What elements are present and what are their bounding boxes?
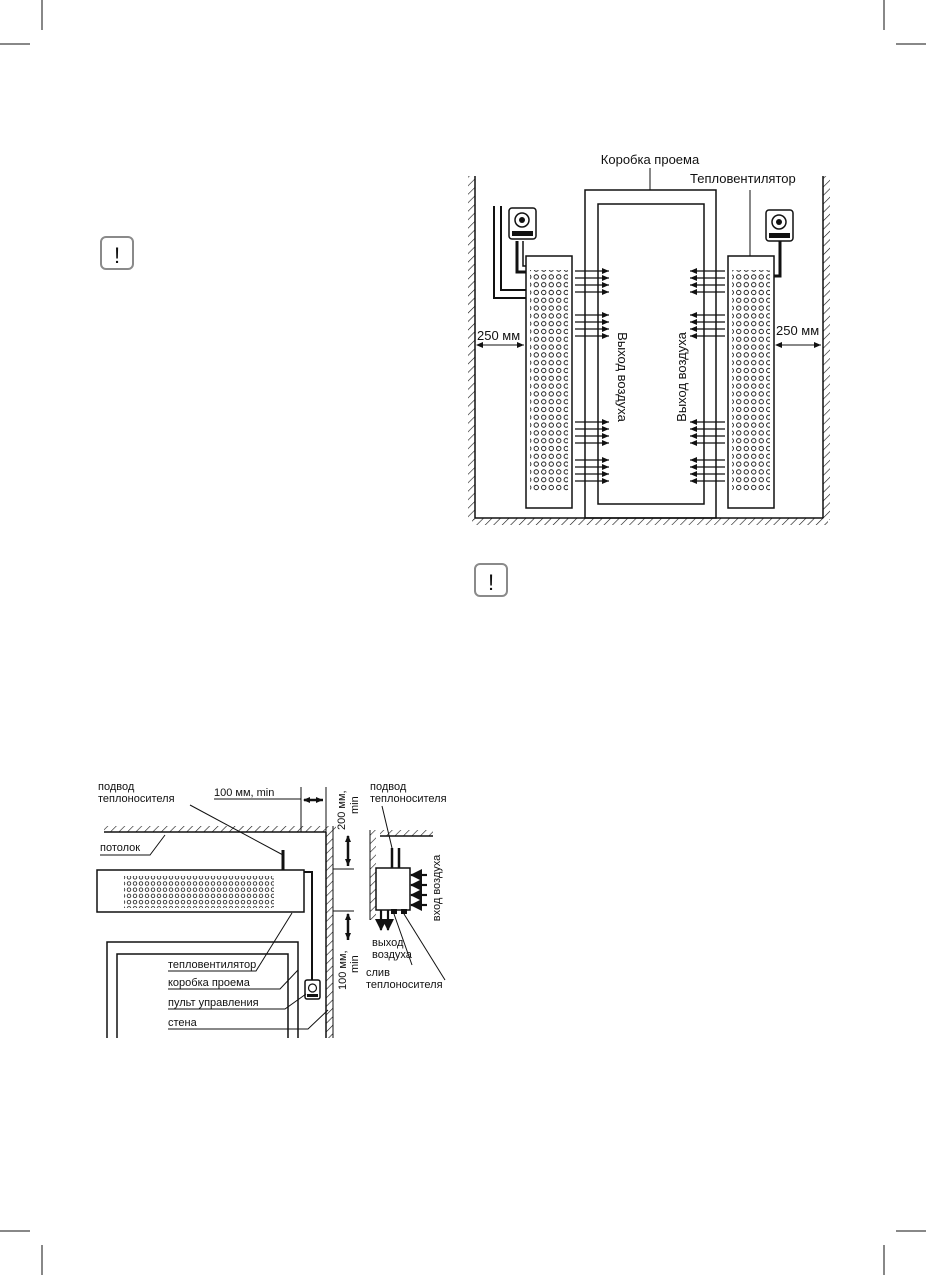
label-supply-side-2: теплоносителя (370, 793, 447, 805)
label-wall: стена (168, 1017, 198, 1029)
label-heater: Тепловентилятор (690, 171, 796, 186)
control-panel-icon (765, 209, 794, 242)
opening-box-inner (597, 203, 705, 505)
heater-right-grille (732, 270, 770, 492)
side-diagram: подвод теплоносителя 100 мм, min 200 мм,… (96, 781, 447, 1038)
label-air-inlet: вход воздуха (431, 854, 443, 921)
label-gap-top-2: min (349, 796, 361, 814)
label-gap-bottom-1: 100 мм, (337, 950, 349, 990)
label-air-outlet-right: Выход воздуха (674, 331, 689, 421)
left-wall-hatch (468, 176, 475, 520)
label-air-outlet-1: выход (372, 937, 404, 949)
control-panel-icon (508, 207, 537, 240)
airflow-arrows-right (690, 268, 725, 484)
label-clearance-left: 250 мм (477, 328, 520, 343)
label-supply-front-1: подвод (98, 781, 135, 793)
label-opening-box: коробка проема (168, 977, 251, 989)
label-gap-horizontal: 100 мм, min (214, 787, 274, 799)
ceiling-hatch (104, 826, 336, 832)
label-gap-top-1: 200 мм, (336, 790, 348, 830)
side-ceiling-hatch (380, 830, 433, 836)
exclamation-icon: ! (114, 243, 120, 268)
label-air-outlet-left: Выход воздуха (615, 332, 630, 422)
exclamation-icon: ! (488, 570, 494, 595)
label-gap-bottom-2: min (349, 955, 361, 973)
label-ceiling: потолок (100, 842, 140, 854)
label-opening-box: Коробка проема (601, 152, 700, 167)
right-wall-hatch (823, 176, 830, 520)
notice-icon-1: ! (100, 236, 134, 270)
notice-icon-2: ! (474, 563, 508, 597)
label-air-outlet-2: воздуха (372, 949, 413, 961)
door-diagram: Коробка проема Тепловентилятор 250 мм 25… (468, 152, 830, 525)
side-view-unit (375, 867, 411, 911)
label-remote: пульт управления (168, 997, 259, 1009)
label-supply-side-1: подвод (370, 781, 407, 793)
floor-hatch (472, 518, 828, 525)
control-panel-icon (304, 979, 321, 1000)
label-supply-front-2: теплоносителя (98, 793, 175, 805)
wall-hatch (326, 832, 333, 1038)
opening-box-outer (584, 189, 717, 519)
label-heater: тепловентилятор (168, 959, 256, 971)
heater-left-grille (530, 270, 568, 492)
label-drain-1: слив (366, 967, 390, 979)
label-drain-2: теплоносителя (366, 979, 443, 991)
side-heater-grille (124, 876, 274, 908)
airflow-arrows-left (575, 268, 609, 484)
label-clearance-right: 250 мм (776, 323, 819, 338)
